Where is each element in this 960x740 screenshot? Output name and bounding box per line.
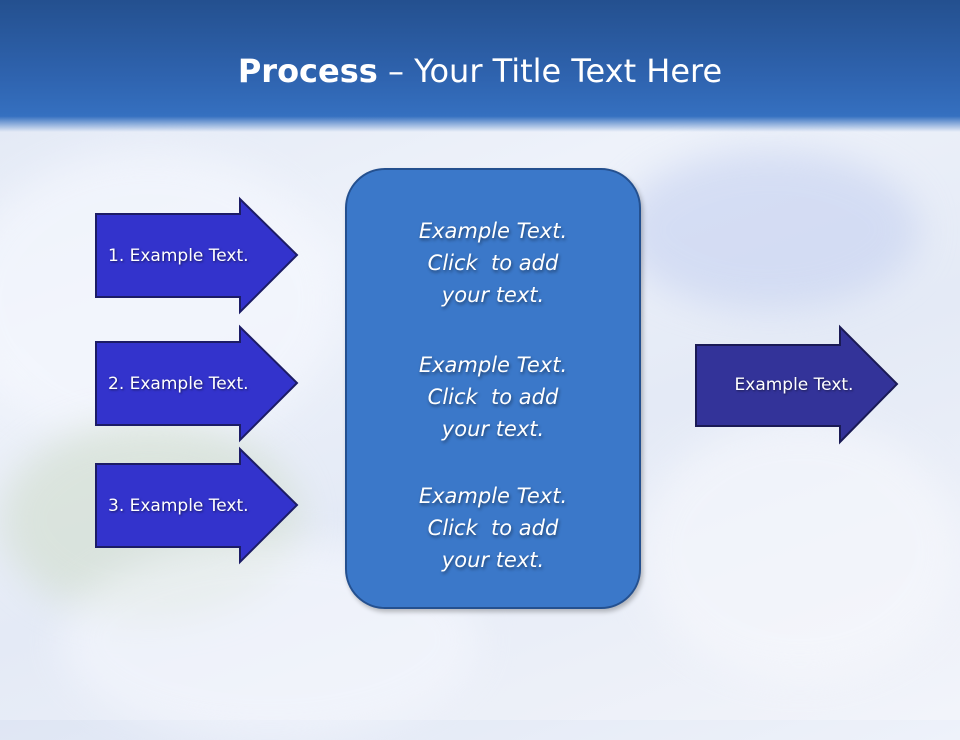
- box-paragraph-1: Example Text. Click to add your text.: [347, 215, 639, 311]
- center-text-box[interactable]: Example Text. Click to add your text. Ex…: [345, 168, 641, 609]
- title-rest: – Your Title Text Here: [377, 52, 723, 90]
- text-line: Click to add: [427, 385, 559, 409]
- text-line: your text.: [441, 548, 545, 572]
- text-line: Example Text.: [418, 353, 568, 377]
- text-line: Click to add: [427, 251, 559, 275]
- arrow-label: 3. Example Text.: [108, 495, 249, 516]
- box-paragraph-2: Example Text. Click to add your text.: [347, 349, 639, 445]
- slide-title: Process – Your Title Text Here: [0, 52, 960, 90]
- process-arrow-3[interactable]: 3. Example Text.: [95, 446, 299, 565]
- background-flower: [640, 420, 960, 680]
- text-line: Example Text.: [418, 484, 568, 508]
- text-line: your text.: [441, 417, 545, 441]
- arrow-label: 1. Example Text.: [108, 245, 249, 266]
- process-arrow-2[interactable]: 2. Example Text.: [95, 324, 299, 443]
- result-arrow[interactable]: Example Text.: [695, 324, 899, 445]
- title-bar: Process – Your Title Text Here: [0, 0, 960, 132]
- background-flower: [620, 150, 920, 310]
- arrow-label: 2. Example Text.: [108, 373, 249, 394]
- box-paragraph-3: Example Text. Click to add your text.: [347, 480, 639, 576]
- text-line: Example Text.: [418, 219, 568, 243]
- process-arrow-1[interactable]: 1. Example Text.: [95, 196, 299, 315]
- text-line: Click to add: [427, 516, 559, 540]
- arrow-label: Example Text.: [734, 374, 854, 395]
- text-line: your text.: [441, 283, 545, 307]
- title-bold: Process: [237, 52, 378, 90]
